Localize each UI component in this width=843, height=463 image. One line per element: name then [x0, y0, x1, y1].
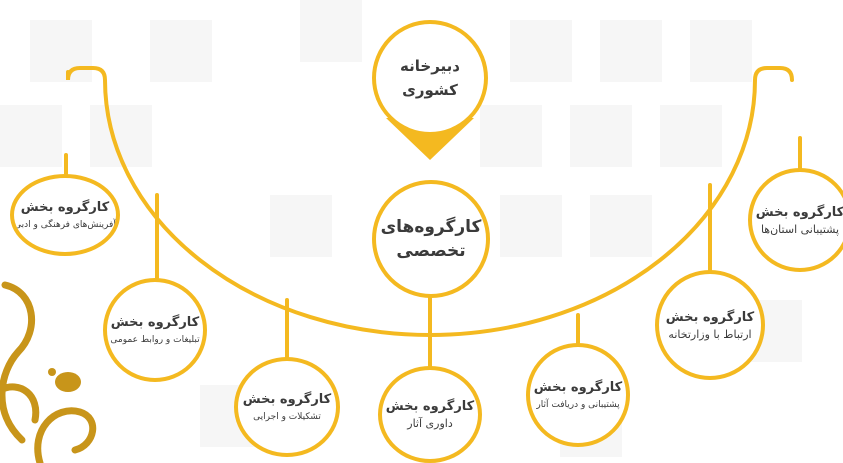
specialized-workgroups-line1: کارگروه‌های: [380, 217, 482, 237]
workgroup-node-cultural[interactable]: کارگروه بخش آفرینش‌های فرهنگی و ادبی: [10, 174, 120, 256]
main-arc: [66, 66, 794, 337]
workgroup-subtitle: داوری آثار: [407, 417, 453, 430]
center-secretariat-line1: دبیرخانه: [400, 57, 460, 75]
gold-ornament: [0, 281, 97, 463]
workgroup-subtitle: پشتیبانی و دریافت آثار: [536, 399, 620, 410]
workgroup-subtitle: پشتیبانی استان‌ها: [760, 222, 840, 236]
workgroup-title: کارگروه بخش: [242, 391, 332, 407]
workgroup-node-ministry-relations[interactable]: کارگروه بخش ارتباط با وزارتخانه: [655, 270, 765, 380]
workgroup-node-support-submissions[interactable]: کارگروه بخش پشتیبانی و دریافت آثار: [526, 343, 630, 447]
workgroup-subtitle: ارتباط با وزارتخانه: [668, 327, 752, 341]
workgroup-node-organization[interactable]: کارگروه بخش تشکیلات و اجرایی: [234, 357, 340, 457]
workgroup-title: کارگروه بخش: [665, 309, 755, 325]
workgroup-subtitle: آفرینش‌های فرهنگی و ادبی: [14, 219, 116, 230]
workgroup-title: کارگروه بخش: [533, 379, 623, 395]
workgroup-node-publicity[interactable]: کارگروه بخش تبلیغات و روابط عمومی: [103, 278, 207, 382]
workgroup-title: کارگروه بخش: [110, 314, 200, 330]
workgroup-title: کارگروه بخش: [385, 399, 475, 414]
specialized-workgroups-node: کارگروه‌های تخصصی: [372, 180, 490, 298]
center-secretariat-node: دبیرخانه کشوری: [372, 20, 488, 136]
workgroup-subtitle: تبلیغات و روابط عمومی: [110, 334, 200, 345]
workgroup-node-provinces-support[interactable]: کارگروه بخش پشتیبانی استان‌ها: [748, 168, 843, 272]
workgroup-node-judging[interactable]: کارگروه بخش داوری آثار: [378, 366, 482, 463]
center-secretariat-line2: کشوری: [402, 81, 458, 99]
workgroup-title: کارگروه بخش: [755, 204, 843, 220]
workgroup-subtitle: تشکیلات و اجرایی: [253, 411, 321, 422]
workgroup-title: کارگروه بخش: [20, 199, 110, 215]
specialized-workgroups-line2: تخصصی: [396, 241, 466, 261]
